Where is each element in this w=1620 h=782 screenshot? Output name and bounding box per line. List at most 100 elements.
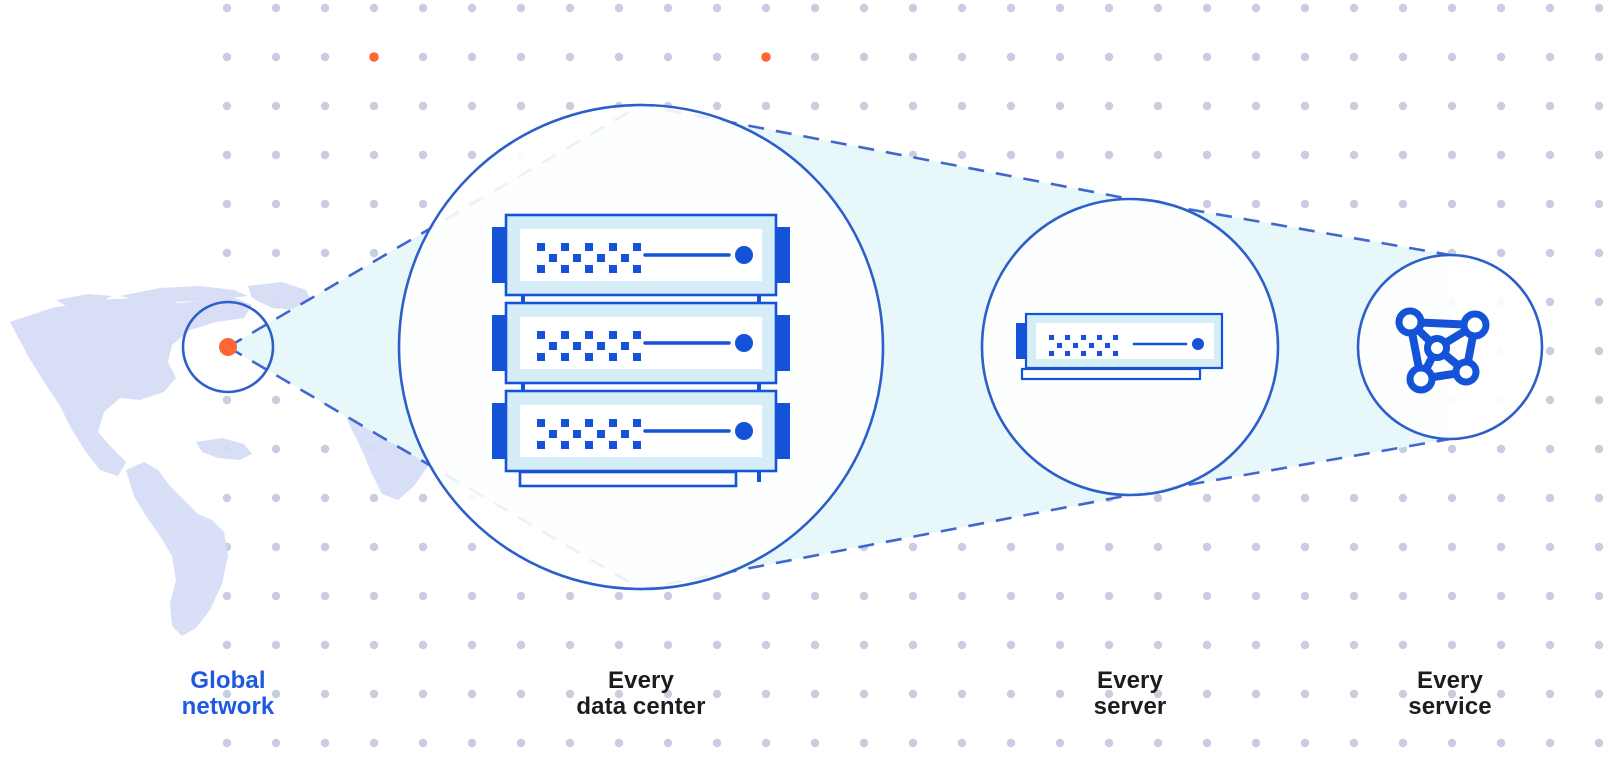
grid-dot bbox=[320, 542, 330, 552]
network-mesh-nodes bbox=[1395, 307, 1490, 394]
grid-dot bbox=[1447, 52, 1457, 62]
grid-dot bbox=[1447, 101, 1457, 111]
grid-dot bbox=[810, 3, 820, 13]
grid-dot bbox=[761, 689, 771, 699]
grid-dot bbox=[1398, 542, 1408, 552]
grid-dot bbox=[1594, 493, 1604, 503]
grid-dot bbox=[1055, 689, 1065, 699]
stage-server[interactable] bbox=[980, 197, 1280, 497]
grid-dot bbox=[957, 640, 967, 650]
grid-dot bbox=[957, 101, 967, 111]
grid-dot bbox=[320, 738, 330, 748]
grid-dot bbox=[1349, 689, 1359, 699]
grid-dot bbox=[1545, 101, 1555, 111]
grid-dot bbox=[1545, 542, 1555, 552]
grid-dot bbox=[1594, 52, 1604, 62]
grid-dot bbox=[1594, 199, 1604, 209]
grid-dot bbox=[222, 640, 232, 650]
grid-dot bbox=[1496, 248, 1506, 258]
grid-dot bbox=[1594, 395, 1604, 405]
grid-dot bbox=[565, 689, 575, 699]
grid-dot bbox=[565, 101, 575, 111]
grid-dot bbox=[908, 52, 918, 62]
grid-dot bbox=[908, 640, 918, 650]
global-network-circle bbox=[181, 300, 275, 394]
grid-dot bbox=[418, 640, 428, 650]
grid-dot bbox=[1251, 199, 1261, 209]
grid-dot bbox=[271, 640, 281, 650]
grid-dot bbox=[467, 738, 477, 748]
grid-dot bbox=[565, 640, 575, 650]
grid-dot bbox=[1006, 3, 1016, 13]
grid-dot bbox=[810, 52, 820, 62]
grid-dot-accent bbox=[369, 52, 379, 62]
grid-dot bbox=[712, 52, 722, 62]
grid-dot bbox=[222, 738, 232, 748]
grid-dot bbox=[1594, 689, 1604, 699]
grid-dot bbox=[1055, 640, 1065, 650]
grid-dot bbox=[1300, 52, 1310, 62]
grid-dot bbox=[1251, 542, 1261, 552]
grid-dot bbox=[1447, 591, 1457, 601]
grid-dot bbox=[222, 689, 232, 699]
stage-data-center[interactable] bbox=[397, 103, 885, 591]
grid-dot bbox=[1300, 542, 1310, 552]
grid-dot bbox=[1545, 640, 1555, 650]
grid-dot bbox=[663, 640, 673, 650]
grid-dot bbox=[1104, 3, 1114, 13]
grid-dot bbox=[908, 738, 918, 748]
grid-dot bbox=[1153, 542, 1163, 552]
grid-dot bbox=[957, 689, 967, 699]
grid-dot bbox=[1251, 101, 1261, 111]
grid-dot bbox=[1349, 3, 1359, 13]
rack-unit-1 bbox=[492, 213, 790, 297]
grid-dot bbox=[1006, 689, 1016, 699]
grid-dot bbox=[271, 199, 281, 209]
grid-dot bbox=[271, 101, 281, 111]
grid-dot bbox=[320, 150, 330, 160]
grid-dot bbox=[859, 3, 869, 13]
grid-dot bbox=[1545, 248, 1555, 258]
grid-dot bbox=[1496, 542, 1506, 552]
grid-dot bbox=[614, 689, 624, 699]
grid-dot bbox=[1447, 493, 1457, 503]
grid-dot bbox=[1594, 346, 1604, 356]
grid-dot bbox=[1594, 542, 1604, 552]
grid-dot bbox=[1300, 493, 1310, 503]
grid-dot bbox=[810, 689, 820, 699]
grid-dot bbox=[369, 248, 379, 258]
grid-dot bbox=[1251, 640, 1261, 650]
grid-dot bbox=[1545, 689, 1555, 699]
grid-dot bbox=[1398, 591, 1408, 601]
map-marker-dot bbox=[219, 338, 237, 356]
grid-dot bbox=[320, 591, 330, 601]
grid-dot bbox=[1251, 3, 1261, 13]
grid-dot bbox=[565, 738, 575, 748]
single-server-icon bbox=[1016, 312, 1224, 381]
stage-global-network[interactable] bbox=[181, 300, 275, 394]
grid-dot bbox=[1594, 150, 1604, 160]
stage-service[interactable] bbox=[1356, 253, 1544, 441]
grid-dot bbox=[271, 3, 281, 13]
grid-dot bbox=[271, 591, 281, 601]
grid-dot bbox=[712, 101, 722, 111]
grid-dot bbox=[1398, 640, 1408, 650]
grid-dot bbox=[1349, 150, 1359, 160]
grid-dot bbox=[712, 640, 722, 650]
grid-dot bbox=[1251, 493, 1261, 503]
grid-dot bbox=[1447, 689, 1457, 699]
grid-dot bbox=[418, 3, 428, 13]
grid-dot bbox=[1055, 542, 1065, 552]
grid-dot bbox=[1349, 199, 1359, 209]
grid-dot bbox=[1545, 738, 1555, 748]
grid-dot bbox=[614, 52, 624, 62]
grid-dot bbox=[320, 3, 330, 13]
grid-dot bbox=[320, 101, 330, 111]
grid-dot bbox=[1202, 689, 1212, 699]
grid-dot bbox=[1594, 3, 1604, 13]
server-rack-icon bbox=[492, 213, 790, 488]
grid-dot bbox=[663, 3, 673, 13]
grid-dot bbox=[1153, 3, 1163, 13]
grid-dot bbox=[1006, 150, 1016, 160]
